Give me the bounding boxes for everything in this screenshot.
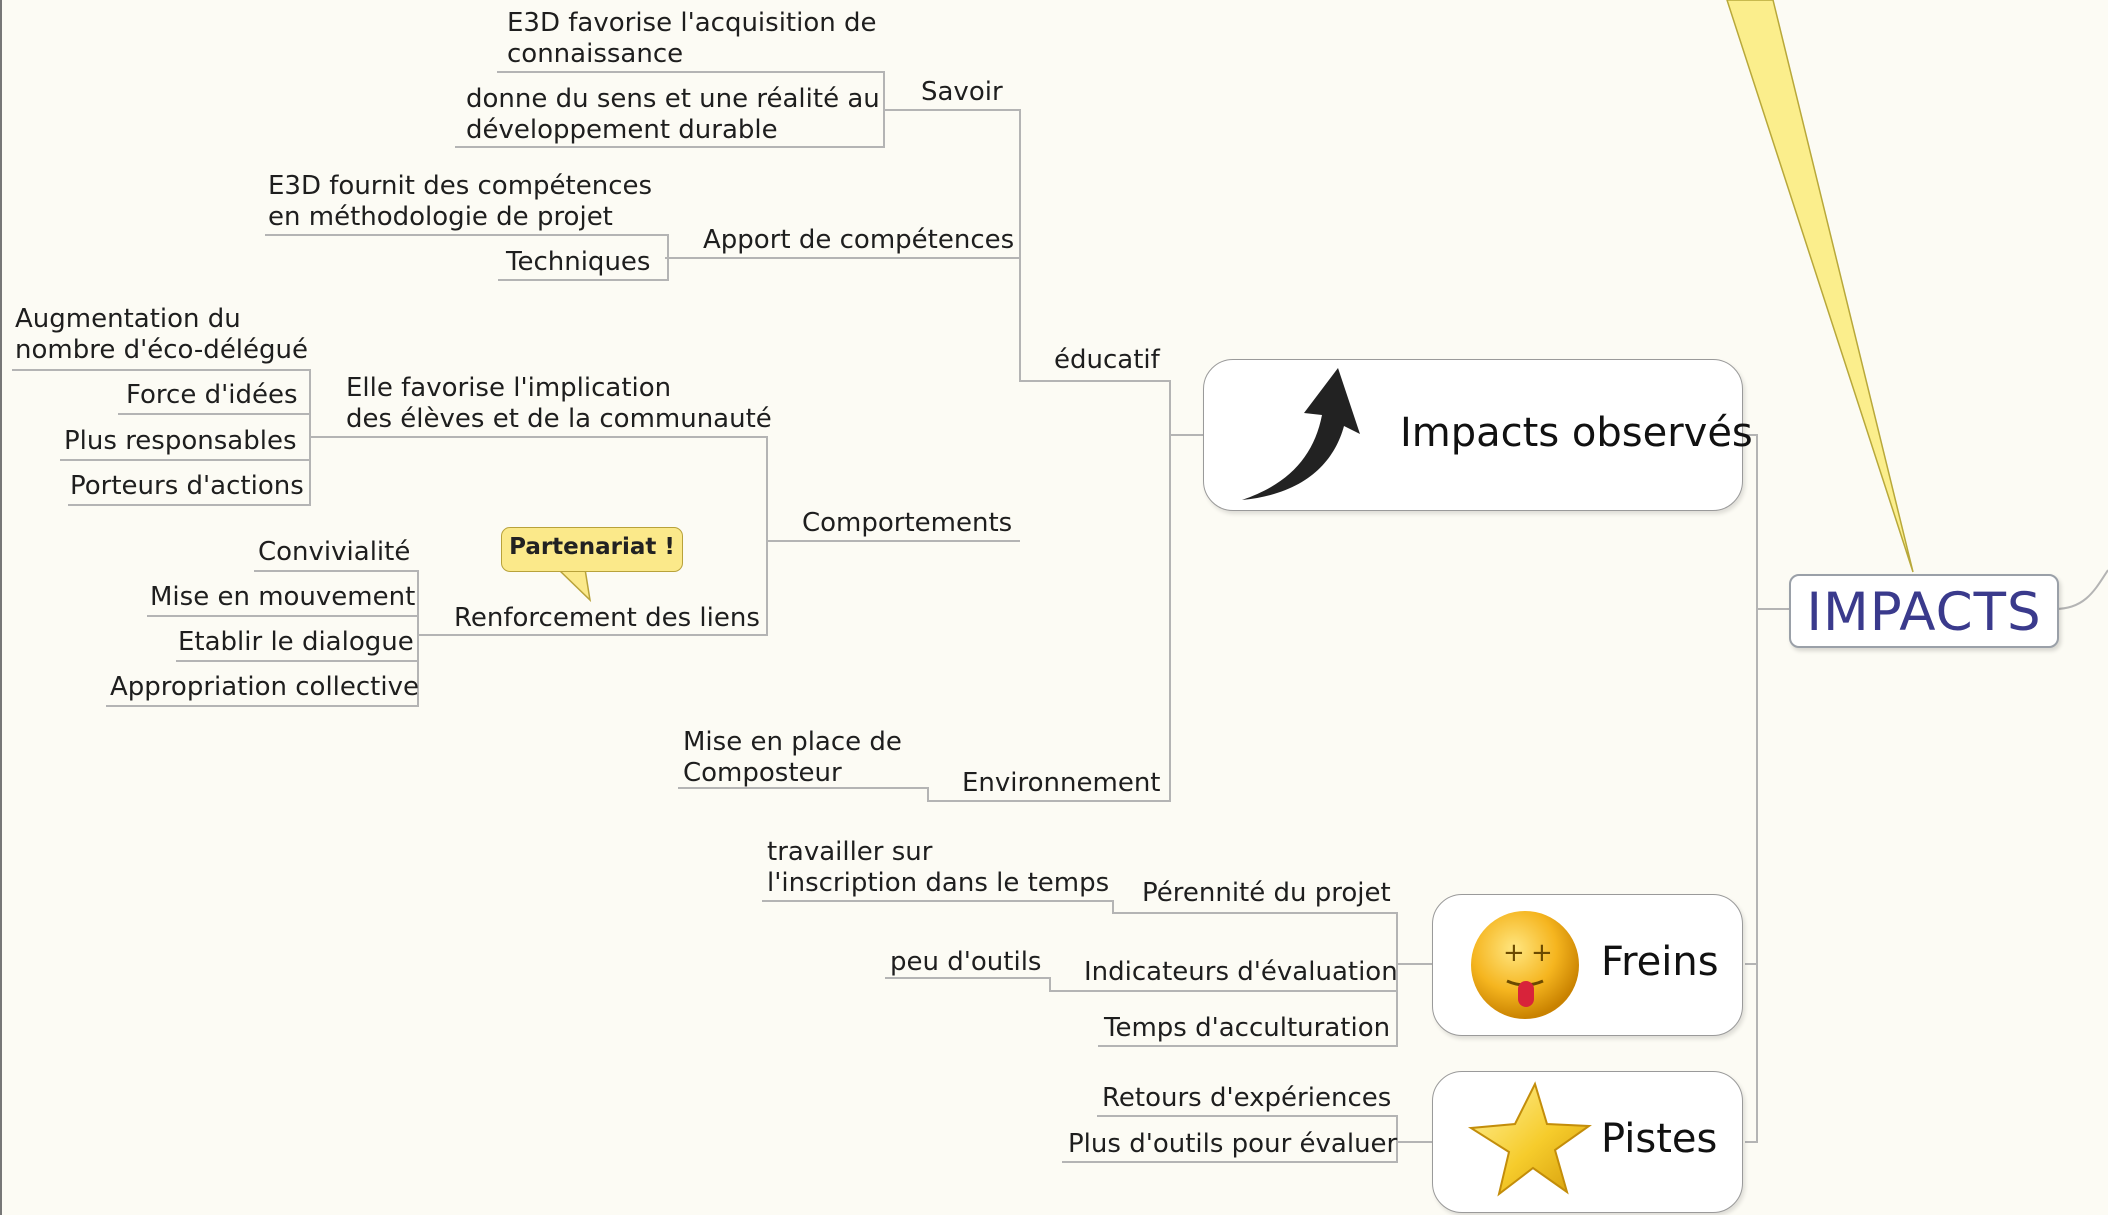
beam-shape bbox=[1726, 0, 1914, 573]
node-impacts-observes-title: Impacts observés bbox=[1400, 410, 1753, 456]
branch-renforcement-liens[interactable]: Renforcement des liens bbox=[454, 603, 760, 633]
leaf-liens-4[interactable]: Appropriation collective bbox=[110, 672, 419, 702]
branch-outils[interactable]: Plus d'outils pour évaluer bbox=[1068, 1129, 1398, 1159]
svg-text:+: + bbox=[1503, 938, 1525, 968]
leaf-savoir-1[interactable]: E3D favorise l'acquisition de connaissan… bbox=[507, 8, 877, 69]
leaf-indicateurs-1[interactable]: peu d'outils bbox=[890, 947, 1042, 977]
svg-text:+: + bbox=[1531, 938, 1553, 968]
leaf-savoir-2[interactable]: donne du sens et une réalité au développ… bbox=[466, 84, 880, 145]
node-pistes[interactable]: Pistes bbox=[1432, 1071, 1743, 1213]
dizzy-face-icon: + + bbox=[1471, 911, 1579, 1019]
leaf-implication-2[interactable]: Force d'idées bbox=[126, 380, 298, 410]
branch-indicateurs[interactable]: Indicateurs d'évaluation bbox=[1084, 957, 1398, 987]
leaf-liens-2[interactable]: Mise en mouvement bbox=[150, 582, 416, 612]
branch-savoir[interactable]: Savoir bbox=[921, 77, 1003, 107]
node-pistes-title: Pistes bbox=[1601, 1116, 1718, 1162]
leaf-implication-4[interactable]: Porteurs d'actions bbox=[70, 471, 304, 501]
leaf-implication-3[interactable]: Plus responsables bbox=[64, 426, 297, 456]
connector-lines bbox=[12, 71, 2108, 1163]
arrow-up-icon bbox=[1242, 368, 1360, 500]
leaf-competences-2[interactable]: Techniques bbox=[506, 247, 651, 277]
branch-environnement[interactable]: Environnement bbox=[962, 768, 1161, 798]
branch-implication[interactable]: Elle favorise l'implication des élèves e… bbox=[346, 373, 772, 434]
callout-partenariat: Partenariat ! bbox=[501, 527, 683, 572]
star-icon bbox=[1467, 1081, 1592, 1197]
leaf-competences-1[interactable]: E3D fournit des compétences en méthodolo… bbox=[268, 171, 653, 232]
node-freins[interactable]: + + Freins bbox=[1432, 894, 1743, 1036]
root-node-label: IMPACTS bbox=[1806, 582, 2042, 643]
leaf-perennite-1[interactable]: travailler sur l'inscription dans le tem… bbox=[767, 837, 1110, 898]
root-node[interactable]: IMPACTS bbox=[1789, 574, 2059, 648]
branch-temps[interactable]: Temps d'acculturation bbox=[1104, 1013, 1391, 1043]
callout-tail bbox=[556, 568, 592, 603]
leaf-environnement-1[interactable]: Mise en place de Composteur bbox=[683, 727, 902, 788]
leaf-liens-3[interactable]: Etablir le dialogue bbox=[178, 627, 414, 657]
node-impacts-observes[interactable]: Impacts observés bbox=[1203, 359, 1753, 511]
callout-partenariat-label: Partenariat ! bbox=[509, 534, 675, 560]
node-freins-title: Freins bbox=[1601, 939, 1719, 985]
leaf-liens-1[interactable]: Convivialité bbox=[258, 537, 411, 567]
leaf-implication-1[interactable]: Augmentation du nombre d'éco-délégué bbox=[15, 304, 309, 365]
branch-competences[interactable]: Apport de compétences bbox=[703, 225, 1015, 255]
branch-comportements[interactable]: Comportements bbox=[802, 508, 1013, 538]
branch-educatif[interactable]: éducatif bbox=[1054, 345, 1160, 375]
branch-perennite[interactable]: Pérennité du projet bbox=[1142, 878, 1391, 908]
branch-retours[interactable]: Retours d'expériences bbox=[1102, 1083, 1392, 1113]
